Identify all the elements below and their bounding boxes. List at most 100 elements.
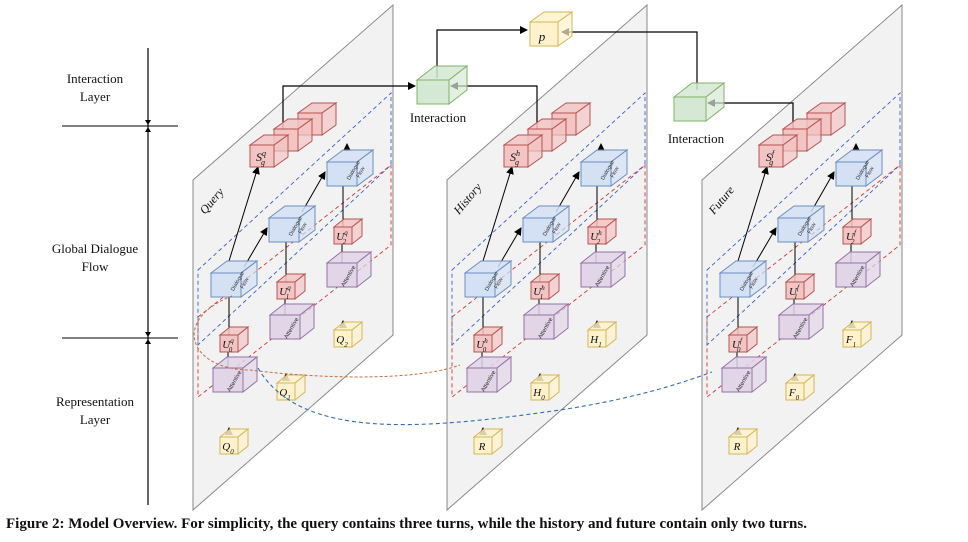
- dialogue-flow-block-query-1-side: [298, 205, 316, 243]
- dialogue-flow-block-query-1: [267, 205, 317, 243]
- dialogue-flow-block-history-2-front: [580, 161, 612, 187]
- unit-block-history-0-side: [491, 325, 503, 354]
- unit-block-future-0-side: [746, 325, 758, 354]
- representation-group-history: [451, 164, 646, 398]
- output-block-side: [557, 11, 573, 47]
- unit-block-query-1-side: [294, 272, 306, 301]
- interaction-block-1-side: [448, 64, 468, 106]
- attentive-block-history-1: [522, 302, 570, 341]
- flow-to-state-query-0: [228, 166, 260, 262]
- attentive-block-history-1-front: [523, 314, 555, 340]
- interaction-block-1-front: [416, 79, 450, 105]
- attentive-block-future-1: [777, 302, 825, 341]
- input-label-history-0: R: [478, 441, 486, 453]
- caption-text: Model Overview. For simplicity, the quer…: [68, 516, 807, 532]
- input-label-query-2: Q2: [336, 334, 348, 349]
- input-block-future-1-side: [803, 373, 815, 402]
- state-block-history-0-side: [527, 134, 543, 168]
- input-label-history-1: H0: [532, 387, 545, 402]
- input-block-future-0-side: [746, 427, 758, 456]
- output-label: p: [538, 29, 546, 44]
- dialogue-flow-block-query-0-side: [240, 260, 258, 298]
- representation-layer-label: Representation Layer: [56, 394, 134, 427]
- top-connector-4: [561, 28, 698, 90]
- interaction-label-1: Interaction: [410, 110, 467, 125]
- input-block-history-0-side: [491, 427, 503, 456]
- state-block-query-0: [248, 134, 290, 168]
- history-link-curve: [193, 295, 461, 378]
- input-block-query-2: Q2: [332, 320, 364, 349]
- attentive-block-query-1-side: [299, 302, 315, 341]
- attentive-block-query-2-side: [356, 250, 372, 289]
- dialogue-flow-block-future-2: [834, 149, 884, 187]
- attentive-block-future-2-side: [865, 250, 881, 289]
- future-link-curve: [257, 367, 713, 426]
- attentive-block-history-2: [579, 250, 627, 289]
- figure-caption: Figure 2: Model Overview. For simplicity…: [0, 516, 968, 533]
- dialogue-flow-block-query-0: [209, 260, 259, 298]
- input-block-history-2: H1: [586, 320, 618, 349]
- attentive-block-history-0-side: [496, 355, 512, 394]
- input-label-future-0: R: [733, 441, 741, 453]
- layer-axis-arrowhead: [145, 339, 151, 344]
- interaction-block-1: [415, 64, 469, 106]
- representation-group-future: [706, 164, 901, 398]
- dialogue-flow-block-future-2-side: [865, 149, 883, 187]
- input-block-history-1: H0: [529, 373, 561, 402]
- dialogue-flow-label2-future-0: Flow: [749, 277, 760, 290]
- dialogue-flow-block-query-2: [325, 149, 375, 187]
- state-block-history-2-side: [575, 102, 591, 136]
- attentive-block-future-0: [720, 355, 768, 394]
- state-block-query-0-side: [273, 134, 289, 168]
- input-block-history-2-side: [605, 320, 617, 349]
- attentive-block-history-0: [465, 355, 513, 394]
- input-label-query-0: Q0: [222, 441, 234, 456]
- state-block-future-1-side: [806, 118, 822, 152]
- dialogue-flow-block-future-1-side: [807, 205, 825, 243]
- unit-block-history-1-side: [548, 272, 560, 301]
- input-block-future-1: F0: [784, 373, 816, 402]
- input-label-future-1: F0: [788, 387, 800, 402]
- interaction-block-2-front: [673, 96, 707, 122]
- dialogue-flow-label2-future-1: Flow: [807, 222, 818, 235]
- input-label-query-1: Q1: [279, 387, 290, 402]
- dialogue-flow-label2-query-2: Flow: [356, 166, 367, 179]
- input-block-history-1-side: [548, 373, 560, 402]
- dialogue-flow-block-query-2-side: [356, 149, 374, 187]
- state-block-future-0: [757, 134, 799, 168]
- input-block-future-0: R: [727, 427, 759, 456]
- representation-group-query: [197, 164, 392, 398]
- caption-label: Figure 2:: [6, 516, 65, 532]
- dialogue-flow-block-future-0: [718, 260, 768, 298]
- dialogue-flow-label2-history-2: Flow: [610, 166, 621, 179]
- attentive-block-future-1-front: [778, 314, 810, 340]
- dialogue-flow-block-future-0-side: [749, 260, 767, 298]
- input-block-query-0-side: [237, 427, 249, 456]
- dialogue-flow-block-history-1: [521, 205, 571, 243]
- state-block-query-2-side: [321, 102, 337, 136]
- interaction-layer-label: Interaction Layer: [66, 71, 124, 104]
- attentive-block-query-1: [268, 302, 316, 341]
- dialogue-flow-block-future-1: [776, 205, 826, 243]
- dialogue-flow-block-future-0-front: [719, 272, 751, 298]
- input-block-future-2-side: [860, 320, 872, 349]
- dialogue-flow-block-history-0: [463, 260, 513, 298]
- top-connector-0: [282, 82, 416, 134]
- attentive-block-query-0: [211, 355, 259, 394]
- unit-block-history-2-side: [605, 217, 617, 246]
- flow-arrow-future-1: [810, 171, 835, 213]
